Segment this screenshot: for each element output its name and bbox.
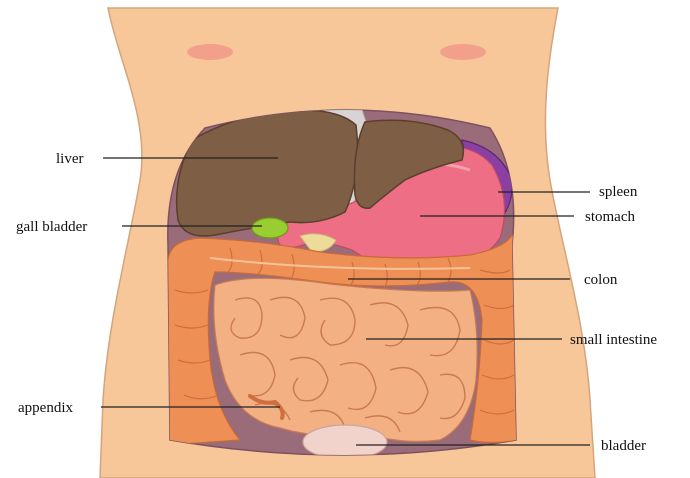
label-colon: colon xyxy=(584,272,618,288)
bladder xyxy=(303,425,387,459)
left-nipple xyxy=(187,44,233,60)
gall-bladder xyxy=(252,218,288,238)
right-nipple xyxy=(440,44,486,60)
label-bladder: bladder xyxy=(601,438,646,454)
label-liver: liver xyxy=(56,151,84,167)
label-small-intestine: small intestine xyxy=(570,332,657,348)
label-gall-bladder: gall bladder xyxy=(16,219,87,235)
label-spleen: spleen xyxy=(599,184,638,200)
label-appendix: appendix xyxy=(18,400,73,416)
label-stomach: stomach xyxy=(585,209,635,225)
